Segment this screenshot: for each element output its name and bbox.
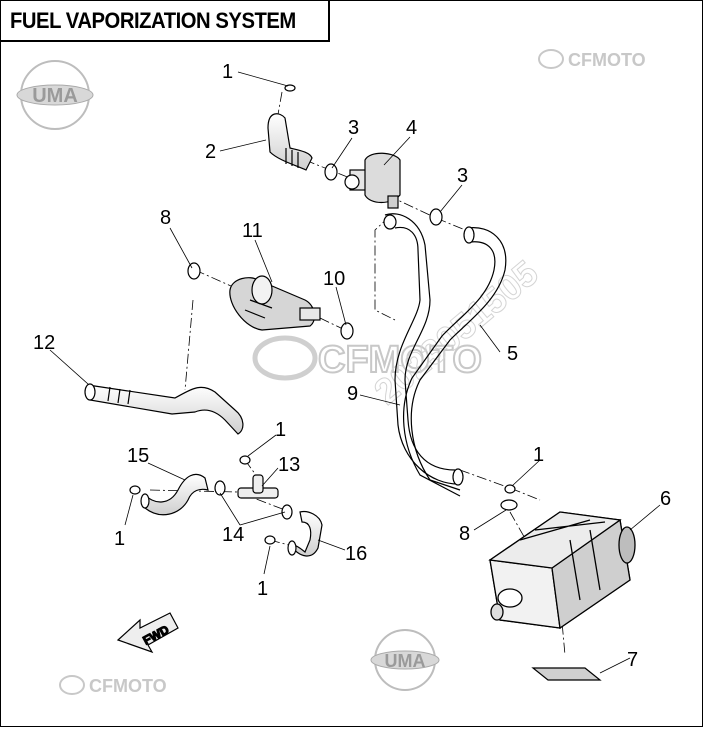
svg-text:CFMOTO: CFMOTO [89,676,167,696]
part-11-fuel-filter [229,275,321,331]
part-2-elbow-hose [267,113,313,171]
cfmoto-logo-center: CFMOTO [252,335,483,382]
title-box: FUEL VAPORIZATION SYSTEM [0,0,330,42]
callout-4: 4 [406,117,417,139]
uma-logo-bottom: UMA [370,629,440,691]
svg-text:UMA: UMA [385,651,426,671]
callout-labels: 1 2 3 4 3 8 11 10 5 12 9 1 13 15 14 16 1… [33,61,671,671]
callout-3-left: 3 [348,117,359,139]
callout-1-mid: 1 [275,419,286,441]
part-13-tee-fitting [237,474,279,499]
part-7-pad [531,667,602,681]
page-title: FUEL VAPORIZATION SYSTEM [10,8,296,33]
callout-2: 2 [205,141,216,163]
part-5-vapor-hose [403,226,507,497]
fwd-arrow-icon: FWD [116,612,179,654]
callout-8-upper: 8 [160,207,171,229]
uma-logo-top-left: UMA [16,60,94,130]
cfmoto-logo-bottom-left: CFMOTO [59,675,167,696]
cfmoto-logo-top-right: CFMOTO [538,49,646,70]
watermark-id-text: 2023051505 [366,252,547,413]
callout-9: 9 [347,383,358,405]
part-6-charcoal-canister [488,511,636,630]
callout-1-bottom: 1 [257,578,268,600]
part-3-clamp-left [324,163,338,181]
callout-7: 7 [627,649,638,671]
callout-16: 16 [345,543,367,565]
callout-5: 5 [507,343,518,365]
part-4-purge-valve [344,152,401,209]
svg-text:2023051505: 2023051505 [366,252,546,412]
callout-8-lower: 8 [459,523,470,545]
part-8-clamp-upper [187,262,201,280]
part-1-clip-top [284,84,296,92]
part-8-clamp-lower [500,499,518,511]
callout-6: 6 [660,488,671,510]
part-3-clamp-right [429,208,443,226]
callout-10: 10 [323,268,345,290]
part-12-hose [84,383,244,435]
callout-14: 14 [222,524,244,546]
callout-12: 12 [33,332,55,354]
callout-13: 13 [278,454,300,476]
part-16-hose [287,510,323,557]
callout-1-top: 1 [222,61,233,83]
svg-text:UMA: UMA [32,85,78,107]
callout-3-right: 3 [457,165,468,187]
part-15-hose [140,473,209,516]
callout-1-right: 1 [533,444,544,466]
part-14-clamps [214,480,293,520]
part-9-vapor-hose [383,213,464,486]
callout-15: 15 [127,445,149,467]
part-1-clips-lower [129,455,516,545]
callout-11: 11 [242,220,263,242]
part-10-clamp [340,322,354,340]
callout-1-left: 1 [114,528,125,550]
svg-text:CFMOTO: CFMOTO [568,50,646,70]
svg-text:CFMOTO: CFMOTO [318,339,482,381]
leader-lines [49,71,661,674]
